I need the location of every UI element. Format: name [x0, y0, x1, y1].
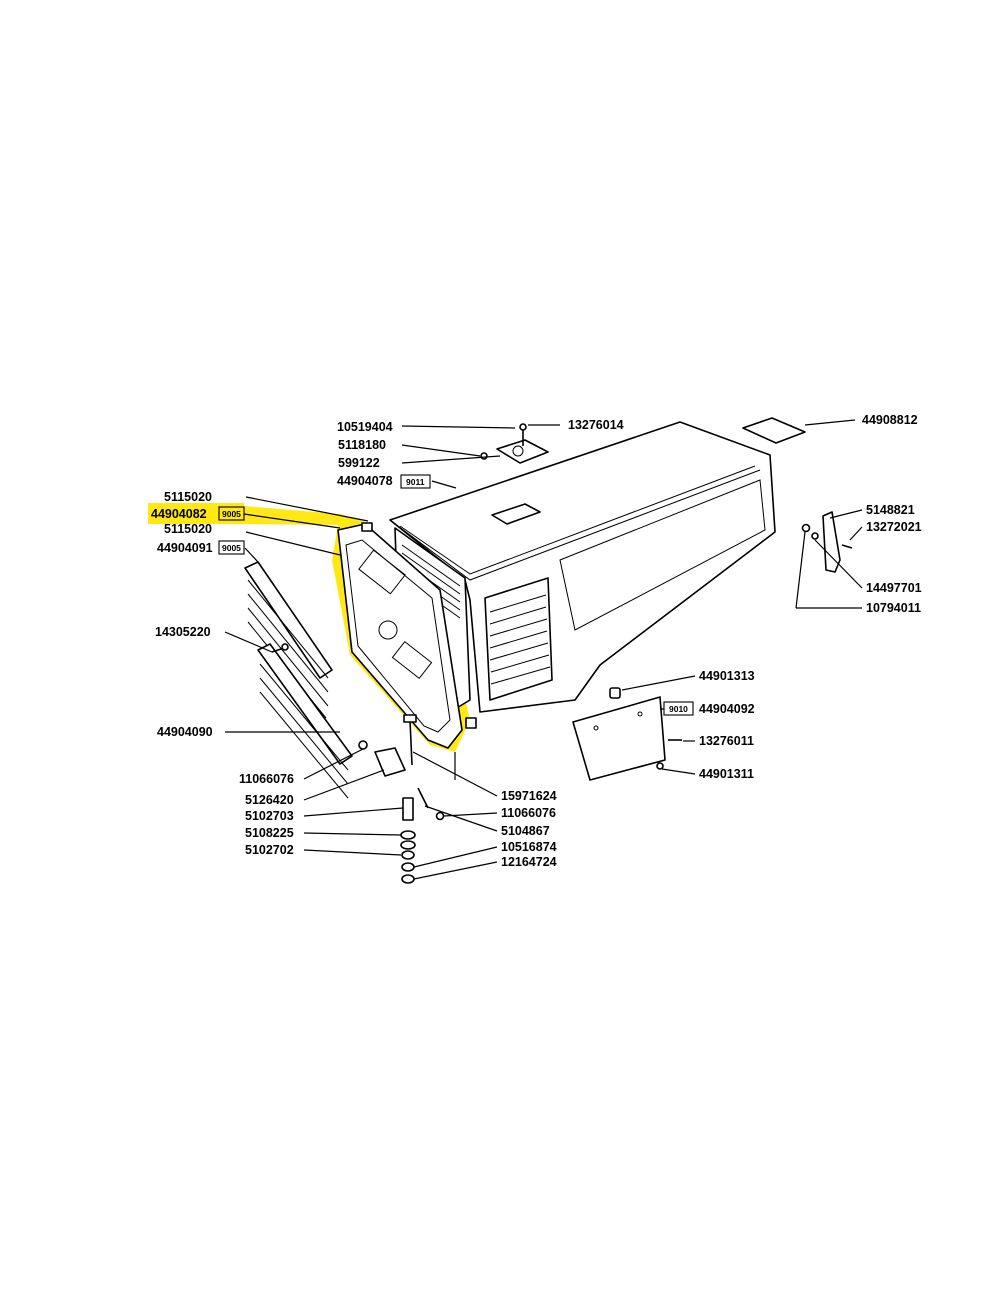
side-panel-plate	[572, 696, 666, 781]
latch-assembly	[801, 511, 853, 573]
top-cover-plate	[742, 417, 806, 444]
bolt-15971624	[409, 719, 413, 766]
side-panel-44904092	[572, 687, 682, 781]
code-9011: 9011	[406, 477, 425, 487]
label-13276014: 13276014	[568, 418, 624, 432]
label-5115020-bottom: 5115020	[164, 522, 212, 536]
label-11066076-right: 11066076	[501, 806, 556, 820]
hood-side-recess	[559, 479, 766, 631]
label-44901311: 44901311	[699, 767, 754, 781]
label-13272021: 13272021	[866, 520, 922, 534]
grommet-44901313	[609, 687, 621, 699]
label-44904090: 44904090	[157, 725, 213, 739]
code-box-9011	[400, 474, 431, 489]
screw-13272021	[841, 544, 853, 549]
label-11066076-left: 11066076	[239, 772, 294, 786]
label-599122: 599122	[338, 456, 380, 470]
grille-clip-top	[361, 522, 373, 532]
code-box-9005-louvre	[218, 540, 245, 555]
label-44901313: 44901313	[699, 669, 755, 683]
grille-center-hole	[378, 620, 398, 640]
leader-lines	[224, 419, 863, 880]
inspection-plate-599122	[480, 423, 549, 464]
hood-side-vent-slats	[489, 594, 551, 685]
code-9005-louvre: 9005	[222, 543, 241, 553]
label-5148821: 5148821	[866, 503, 915, 517]
pin-5104867	[417, 787, 429, 809]
label-5115020-top: 5115020	[164, 490, 212, 504]
latch-5148821	[822, 511, 841, 573]
washer-11066076-upper	[358, 740, 368, 750]
label-12164724: 12164724	[501, 855, 557, 869]
hinge-assembly	[358, 714, 445, 884]
code-9010: 9010	[669, 704, 688, 714]
label-5108225: 5108225	[245, 826, 294, 840]
label-5102703: 5102703	[245, 809, 294, 823]
code-box-9010	[663, 701, 694, 716]
label-44904092: 44904092	[699, 702, 755, 716]
pin-5102703	[402, 797, 414, 821]
label-5102702: 5102702	[245, 843, 294, 857]
louvre-screw-14305220	[271, 643, 289, 653]
label-44904091: 44904091	[157, 541, 213, 555]
label-5118180: 5118180	[338, 438, 386, 452]
top-cover-44908812	[742, 417, 806, 444]
code-box-9005-grille	[218, 506, 245, 521]
label-44904078: 44904078	[337, 474, 393, 488]
label-14497701: 14497701	[866, 581, 922, 595]
nut-10794011	[801, 523, 811, 533]
code-9005-grille: 9005	[222, 509, 241, 519]
clip-44901311	[656, 762, 664, 770]
lower-louvre-44904090	[257, 643, 353, 799]
spring-5108225-a	[400, 830, 416, 840]
upper-louvre-44904091	[244, 561, 333, 719]
louvre-lower-plate	[257, 643, 353, 765]
spring-5108225-b	[400, 840, 416, 850]
hood-ridge-inner	[399, 465, 756, 575]
label-5126420: 5126420	[245, 793, 294, 807]
front-grille-44904082	[337, 522, 477, 749]
bracket-5126420	[374, 747, 406, 777]
label-14305220: 14305220	[155, 625, 211, 639]
washer-11066076-lower	[435, 811, 445, 821]
label-5104867: 5104867	[501, 824, 550, 838]
hood-top-hatch	[491, 503, 541, 525]
washer-14497701	[811, 532, 819, 540]
label-13276011: 13276011	[699, 734, 754, 748]
label-10516874: 10516874	[501, 840, 557, 854]
hood-ridge	[389, 469, 761, 581]
label-44904082: 44904082	[151, 507, 207, 521]
grille-clip-bottom	[465, 717, 477, 729]
nut-5118180	[480, 452, 488, 460]
bush-5102702	[401, 850, 415, 860]
label-44908812: 44908812	[862, 413, 918, 427]
grille-window-bottom	[391, 640, 433, 680]
grille-window-top	[358, 549, 406, 595]
nut-12164724	[401, 874, 415, 884]
louvre-upper-plate	[244, 561, 333, 679]
part-labels: 10519404 13276014 5118180 599122 4490407…	[151, 413, 922, 869]
label-10794011: 10794011	[866, 601, 921, 615]
label-10519404: 10519404	[337, 420, 393, 434]
label-highlight	[148, 503, 244, 524]
label-15971624: 15971624	[501, 789, 557, 803]
washer-10516874	[401, 862, 415, 872]
grille-frame	[337, 523, 463, 749]
